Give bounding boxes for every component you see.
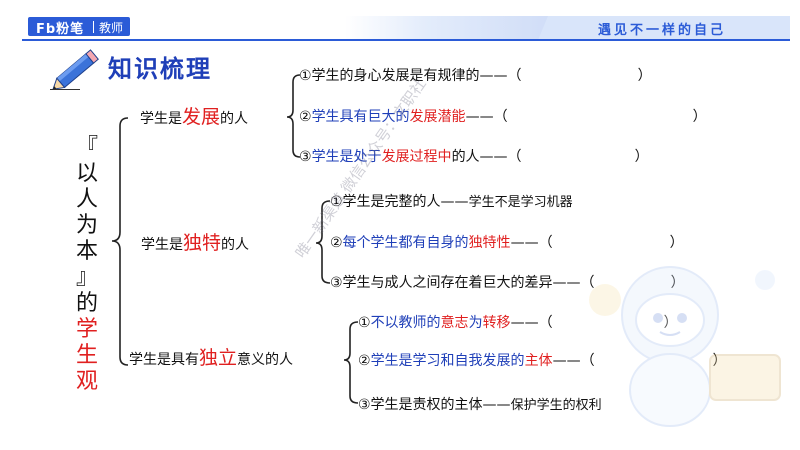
leaf-text: ——（: [510, 235, 553, 251]
leaf-text: ①: [358, 315, 371, 331]
brand-logo: [28, 17, 130, 36]
branch-label-post: 的人: [221, 237, 250, 253]
leaf-text: ①学生的身心发展是有规律的——（: [299, 68, 522, 84]
vertical-title-char: 』: [75, 265, 98, 290]
leaf-text: 学生是处于: [311, 149, 382, 165]
leaf-text: 主体: [524, 353, 553, 369]
leaf-text: ）: [634, 149, 649, 165]
leaf-item: ③学生与成人之间存在着巨大的差异——（ ）: [330, 274, 685, 292]
vertical-title-char: 本: [75, 239, 98, 264]
branch-label-pre: 学生是: [140, 111, 182, 127]
leaf-item: ①不以教师的意志为转移——（ ）: [358, 314, 678, 332]
header-bar: [0, 0, 800, 48]
title-underline: [50, 89, 80, 90]
leaf-text: ②: [330, 235, 343, 251]
leaf-text: 每个学生都有自身的: [342, 235, 469, 251]
brand-logo-text: Fb粉笔: [36, 22, 85, 37]
header-slogan: 遇见不一样的自己: [598, 23, 727, 38]
leaf-item: ③学生是责权的主体——保护学生的权利: [358, 396, 602, 415]
leaf-text: ③学生是责权的主体——: [358, 397, 511, 413]
branch-label-pre: 学生是具有: [129, 352, 199, 368]
leaf-text: ③: [299, 149, 312, 165]
leaf-text: 独特性: [468, 235, 511, 251]
leaf-item: ②每个学生都有自身的独特性——（ ）: [330, 234, 684, 252]
page-title: 知识梳理: [108, 55, 212, 83]
leaf-text: ——（: [552, 353, 595, 369]
leaf-item: ①学生的身心发展是有规律的——（ ）: [299, 67, 652, 85]
branch-label-key: 独特: [183, 232, 222, 254]
leaf-text: 发展过程中: [381, 149, 452, 165]
leaf-text: ）: [669, 235, 684, 251]
leaf-text: ③学生与成人之间存在着巨大的差异——（: [330, 275, 595, 291]
leaf-text: ）: [637, 68, 652, 84]
vertical-title-char: 人: [75, 187, 98, 212]
leaf-note-text: 学生不是学习机器: [468, 195, 573, 210]
leaf-item: ①学生是完整的人——学生不是学习机器: [330, 193, 573, 212]
vertical-title-char: 为: [75, 213, 98, 238]
pencil-icon: [52, 49, 99, 90]
branch-label-key: 发展: [182, 106, 221, 128]
branch-label-key: 独立: [199, 347, 238, 369]
leaf-text: ——（: [510, 315, 553, 331]
leaf-text: ①学生是完整的人——: [330, 194, 469, 210]
leaf-text: 转移: [482, 315, 511, 331]
leaf-text: ）: [671, 275, 685, 291]
leaf-text: ②: [299, 109, 312, 125]
vertical-title-char: 『: [75, 135, 98, 160]
vertical-title-char: 的: [75, 291, 98, 316]
branch-label-post: 意义的人: [237, 352, 294, 368]
leaf-item: ③学生是处于发展过程中的人——（ ）: [299, 148, 649, 166]
leaf-text: 发展潜能: [409, 109, 466, 125]
leaf-note-text: 保护学生的权利: [510, 398, 602, 413]
branch-label-development: 学生是发展的人: [140, 108, 248, 128]
vertical-title-char: 学: [75, 317, 98, 342]
brand-logo-sub: 教师: [99, 21, 124, 35]
vertical-title-char: 观: [75, 369, 98, 394]
leaf-text: ）: [692, 109, 707, 125]
branch-label-unique: 学生是独特的人: [141, 234, 249, 254]
leaf-text: ）: [713, 353, 727, 369]
vertical-title-char: 以: [75, 161, 98, 186]
leaf-text: 的人——（: [451, 149, 522, 165]
leaf-text: ）: [664, 315, 678, 331]
leaf-text: 意志: [440, 315, 469, 331]
branch-label-independent: 学生是具有独立意义的人: [129, 349, 293, 369]
logo-divider: [93, 21, 94, 33]
branch-label-post: 的人: [220, 111, 249, 127]
branch-label-pre: 学生是: [141, 237, 183, 253]
leaf-text: 为: [468, 315, 483, 331]
leaf-text: 不以教师的: [370, 315, 441, 331]
leaf-text: 学生是学习和自我发展的: [370, 353, 525, 369]
vertical-title-char: 生: [75, 343, 98, 368]
leaf-text: ——（: [465, 109, 508, 125]
leaf-item: ②学生具有巨大的发展潜能——（ ）: [299, 108, 707, 126]
mascot-illustration: [589, 266, 781, 427]
leaf-text: ②: [358, 353, 371, 369]
leaf-item: ②学生是学习和自我发展的主体——（ ）: [358, 352, 727, 370]
leaf-text: 学生具有巨大的: [311, 109, 410, 125]
